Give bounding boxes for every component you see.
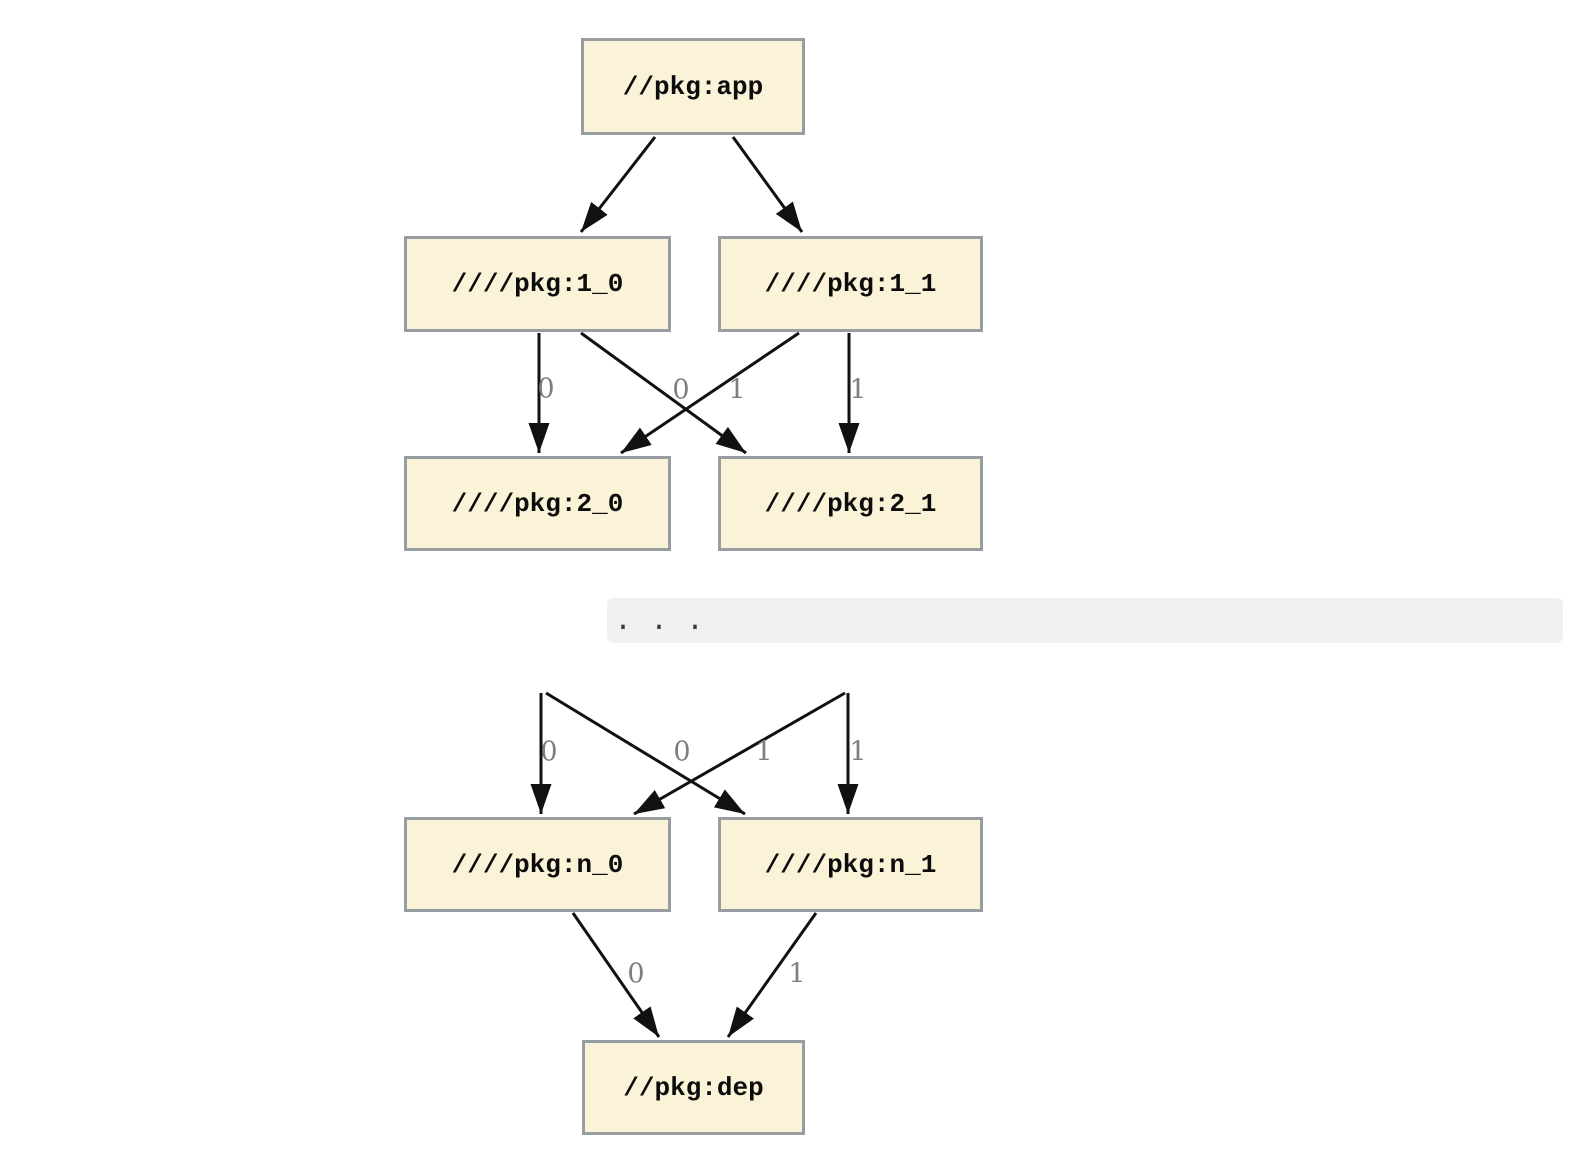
node-label: ////pkg:2_1: [764, 488, 937, 519]
edge-label-n_0-to-dep: 0: [627, 958, 645, 990]
node-pkg-2_1: ////pkg:2_1: [718, 456, 983, 551]
edge-label-elided-to-n_1-cross: 1: [755, 736, 773, 768]
node-pkg-n_1: ////pkg:n_1: [718, 817, 983, 912]
node-pkg-app: //pkg:app: [581, 38, 805, 135]
edge-n_1-to-dep: [726, 912, 818, 1038]
node-label: ////pkg:n_0: [451, 849, 624, 880]
node-pkg-2_0: ////pkg:2_0: [404, 456, 671, 551]
edge-label-elided-to-n_1-straight: 1: [849, 736, 867, 768]
node-label: //pkg:app: [622, 71, 764, 102]
ellipsis-bar: . . .: [607, 598, 1563, 643]
edge-1_0-to-2_1: [580, 331, 747, 455]
node-label: ////pkg:n_1: [764, 849, 937, 880]
node-pkg-n_0: ////pkg:n_0: [404, 817, 671, 912]
edge-label-elided-to-n_0-cross: 0: [673, 736, 691, 768]
node-pkg-1_0: ////pkg:1_0: [404, 236, 671, 332]
edge-app-to-1_1: [731, 136, 804, 233]
node-label: ////pkg:1_0: [451, 269, 624, 299]
node-label: ////pkg:2_0: [451, 488, 624, 519]
edge-app-to-1_0: [579, 136, 657, 233]
edge-label-1_1-to-2_0: 0: [672, 374, 690, 406]
edge-n_0-to-dep: [571, 912, 661, 1038]
node-label: ////pkg:1_1: [764, 269, 937, 299]
node-pkg-1_1: ////pkg:1_1: [718, 236, 983, 332]
edge-elided-to-n_0-cross: [633, 691, 846, 816]
edge-label-1_0-to-2_1: 1: [728, 374, 746, 406]
node-label: //pkg:dep: [623, 1072, 764, 1103]
ellipsis-text: . . .: [614, 604, 705, 639]
edge-label-n_1-to-dep: 1: [788, 958, 806, 990]
node-pkg-dep: //pkg:dep: [582, 1040, 805, 1135]
edge-label-elided-to-n_0-straight: 0: [540, 736, 558, 768]
edge-label-1_0-to-2_0: 0: [537, 373, 555, 405]
edge-label-1_1-to-2_1: 1: [849, 374, 867, 406]
edge-elided-to-n_1-cross: [545, 691, 746, 816]
edge-1_1-to-2_0: [620, 331, 800, 455]
